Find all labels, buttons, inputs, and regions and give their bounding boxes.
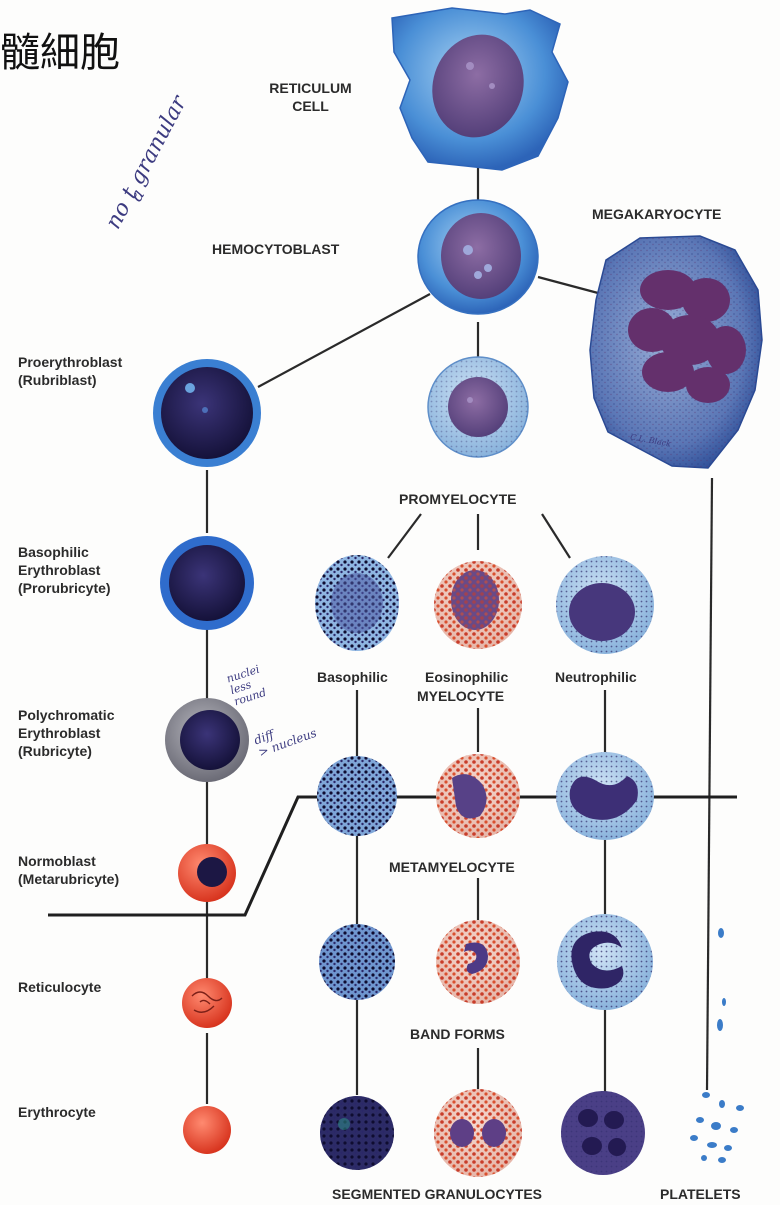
eosinophilic-band-cell — [436, 920, 520, 1004]
platelets — [690, 928, 744, 1163]
basophilic-band-cell — [319, 924, 395, 1000]
label-promyelocyte: PROMYELOCYTE — [399, 490, 516, 508]
label-segmented-granulocytes: SEGMENTED GRANULOCYTES — [332, 1185, 542, 1203]
label-megakaryocyte: MEGAKARYOCYTE — [592, 205, 721, 223]
neutrophilic-band-cell — [557, 914, 653, 1010]
segmented-basophil-cell — [320, 1096, 394, 1170]
label-platelets: PLATELETS — [660, 1185, 741, 1203]
proerythroblast-cell — [153, 359, 261, 467]
neutrophilic-metamyelocyte-cell — [556, 752, 654, 840]
reticulocyte-cell — [182, 978, 232, 1028]
label-reticulum-cell: RETICULUM CELL — [248, 79, 373, 115]
eosinophilic-metamyelocyte-cell — [436, 754, 520, 838]
polychromatic-erythroblast-cell — [165, 698, 249, 782]
label-erythrocyte: Erythrocyte — [18, 1103, 96, 1121]
label-basophilic-erythroblast: Basophilic Erythroblast (Prorubricyte) — [18, 543, 111, 597]
label-basophilic: Basophilic — [317, 668, 388, 686]
label-metamyelocyte: METAMYELOCYTE — [389, 858, 515, 876]
reticulum-cell — [392, 8, 568, 170]
label-proerythroblast: Proerythroblast (Rubriblast) — [18, 353, 122, 389]
label-eosinophilic: Eosinophilic — [425, 668, 508, 686]
erythrocyte-cell — [183, 1106, 231, 1154]
label-myelocyte: MYELOCYTE — [417, 687, 504, 705]
header-title: 髓細胞 — [0, 30, 120, 76]
label-normoblast: Normoblast (Metarubricyte) — [18, 852, 119, 888]
segmented-neutrophil-cell — [561, 1091, 645, 1175]
normoblast-cell — [178, 844, 236, 902]
label-neutrophilic: Neutrophilic — [555, 668, 637, 686]
neutrophilic-myelocyte-cell — [556, 556, 654, 654]
promyelocyte-cell — [428, 357, 528, 457]
label-reticulocyte: Reticulocyte — [18, 978, 101, 996]
eosinophilic-myelocyte-cell — [434, 561, 522, 649]
label-polychromatic-erythroblast: Polychromatic Erythroblast (Rubricyte) — [18, 706, 114, 760]
basophilic-metamyelocyte-cell — [317, 756, 397, 836]
label-band-forms: BAND FORMS — [410, 1025, 505, 1043]
label-hemocytoblast: HEMOCYTOBLAST — [212, 240, 339, 258]
segmented-eosinophil-cell — [434, 1089, 522, 1177]
basophilic-erythroblast-cell — [160, 536, 254, 630]
basophilic-myelocyte-cell — [315, 555, 399, 651]
megakaryocyte — [590, 236, 762, 468]
hemocytoblast — [418, 200, 538, 314]
